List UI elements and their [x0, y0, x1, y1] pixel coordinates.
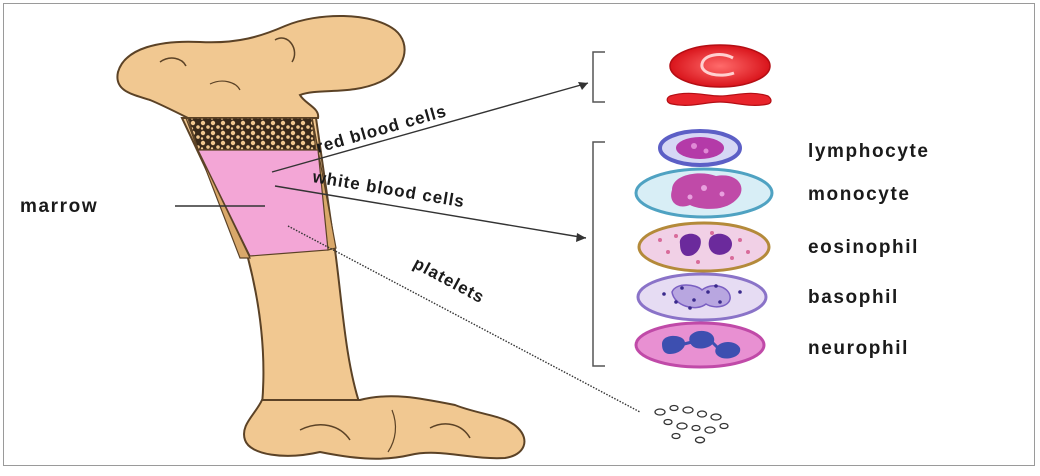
figure-border	[3, 3, 1035, 466]
